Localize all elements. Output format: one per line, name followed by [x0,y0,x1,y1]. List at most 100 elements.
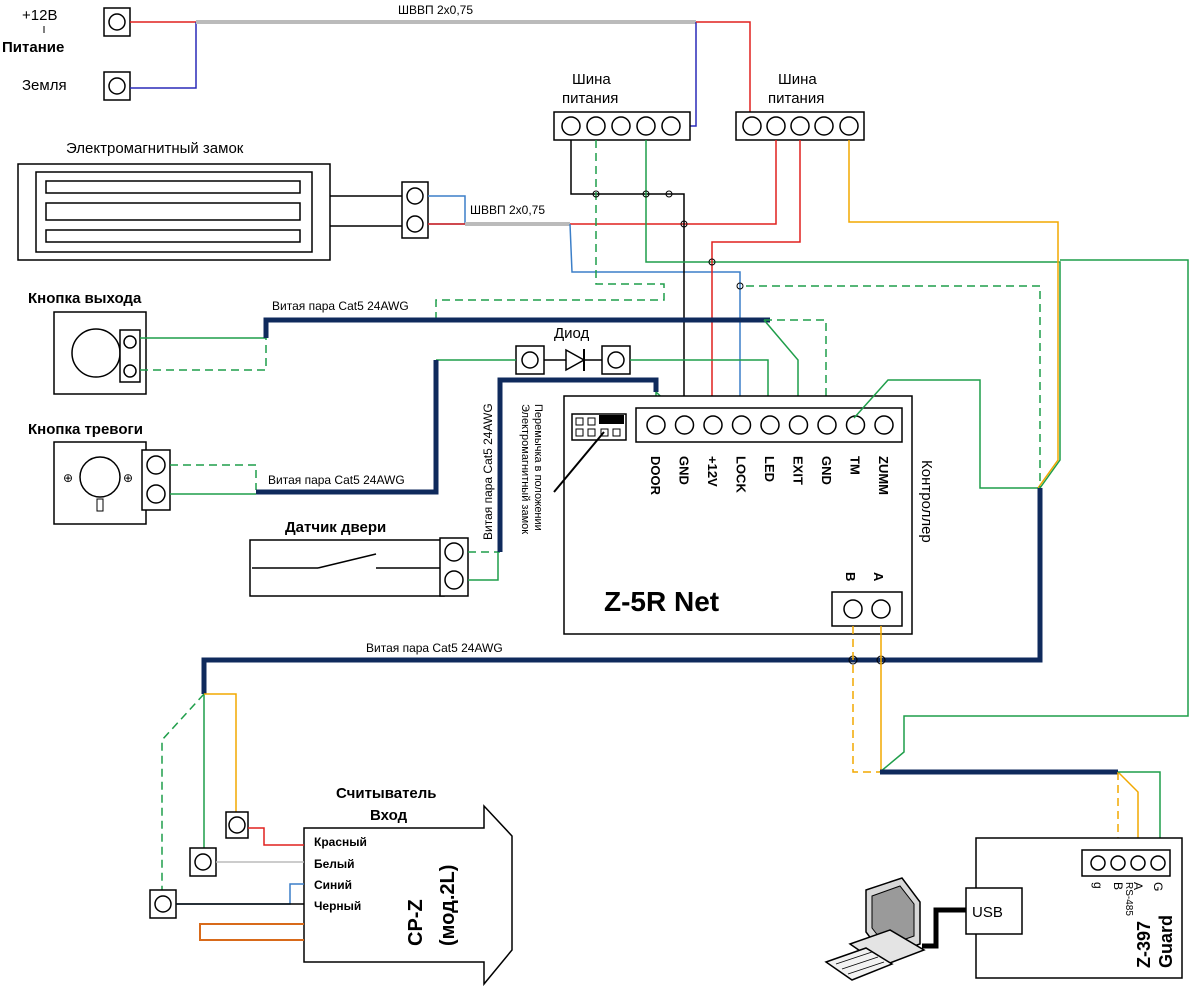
bottom-cable-label: Витая пара Cat5 24AWG [366,641,503,655]
sensor-switch-icon [317,553,377,569]
converter-model-2: Guard [1156,915,1176,968]
wire-green-dash-bus [435,140,665,318]
sensor-cable-label: Витая пара Cat5 24AWG [481,403,495,540]
diode-terminal-right [601,345,631,375]
jumper-cap-icon [599,415,624,424]
terminal-screw-icon [444,542,464,562]
bus-right-block [735,111,865,141]
wire-conv-a [1117,771,1139,852]
reader-model-2: (мод.2L) [437,865,459,946]
plus12-label: +12В [22,7,57,24]
controller-pin-exit-screw-icon [788,415,809,435]
wire-blue-gnd [130,22,197,89]
cable-door-sensor [497,377,659,552]
wire-red-lock [570,140,777,225]
controller-side-label: Контроллер [918,460,935,543]
terminal-screw-icon [406,187,424,205]
jumper-pin [612,428,621,437]
wire-tm [853,379,1038,489]
terminal-screw-icon [1130,855,1146,871]
controller-pin-led-screw-icon [760,415,780,435]
cable-alarm [256,360,439,495]
wire-exit-gnd [764,319,827,418]
controller-pin-label: GND [819,456,834,485]
crossing-icon [642,190,650,198]
controller-pin-label: EXIT [791,456,806,485]
bus-left-label-2: питания [562,90,618,107]
controller-rs485-terminal [831,591,903,627]
reader-blue-wire [176,883,304,905]
terminal-screw-icon [146,484,166,504]
terminal-screw-icon [790,116,810,136]
controller-pin-label: ZUMM [876,456,891,495]
terminal-screw-icon [123,335,137,349]
jumper-pin [587,417,596,426]
crossing-icon [708,258,716,266]
ground-terminal [103,71,131,101]
lock-bar [45,229,301,243]
bus-pin-b-label: B [843,572,858,581]
terminal-screw-icon [194,853,212,871]
terminal-screw-icon [611,116,631,136]
jumper-pointer [553,431,605,493]
jumper-pin [587,428,596,437]
diode-terminal-left [515,345,545,375]
jumper-label-1: Перемычка в положении [532,404,544,531]
reader-wire-white-label: Белый [314,857,355,871]
lock-bar [45,180,301,194]
jumper-pin [575,417,584,426]
wire-blue-lock [569,223,741,418]
converter-model-1: Z-397 [1134,921,1154,968]
wire-green-bus [645,140,1061,489]
reader-title-2: Вход [370,807,408,824]
exit-button-terminal [119,329,141,383]
reader-title-1: Считыватель [336,785,437,802]
reader-brown-loop [199,923,304,941]
alarm-button-terminal [141,449,171,511]
reader-terminal-white [189,847,217,877]
reader-model-1: CP-Z [405,899,427,946]
wire-blue-to-bus [688,22,697,127]
exit-button: Кнопка выхода [28,290,147,395]
diode: Диод [515,325,631,375]
bus-pin-a-label: A [871,572,886,582]
alarm-wire-dash [170,464,257,490]
terminal-screw-icon [607,351,625,369]
power-supply: +12В Питание Земля [2,7,131,101]
controller-pin-label: LED [762,456,777,482]
crossing-icon [592,190,600,198]
controller-pin-label: DOOR [648,456,663,496]
wire-black-gnd [570,140,685,418]
converter-pin-g-label: g [1091,882,1105,889]
terminal-screw-icon [108,13,126,31]
terminal-screw-icon [521,351,539,369]
exit-wire-dash [140,338,267,371]
terminal-screw-icon [1090,855,1106,871]
controller-pin-label: +12V [705,456,720,487]
sensor-wire-green [468,552,499,581]
terminal-screw-icon [586,116,606,136]
controller-pin-lock-screw-icon [731,415,752,435]
ground-label: Земля [22,77,67,94]
electromagnetic-lock: Электромагнитный замок [17,140,429,261]
terminal-screw-icon [561,116,581,136]
crossing-icon [665,190,673,198]
bus-right-label-2: питания [768,90,824,107]
reader: Считыватель Вход Красный Белый Синий Чер… [149,785,513,987]
usb-label: USB [972,904,1003,921]
door-sensor: Датчик двери [249,519,469,597]
power-label: Питание [2,39,64,56]
terminal-screw-icon [108,77,126,95]
cable-exit [263,317,770,338]
reader-terminal-black [149,889,177,919]
terminal-screw-icon [742,116,762,136]
diode-label: Диод [554,325,590,342]
cable-reader [201,488,1043,694]
reader-body [303,804,513,987]
key-switch-icon [79,456,121,498]
keyhole-icon [96,498,104,512]
wire-green-return [879,259,1189,773]
